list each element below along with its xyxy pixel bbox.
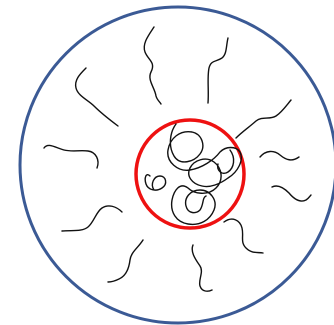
outer-strand	[272, 186, 311, 201]
outer-strand	[144, 27, 161, 104]
outer-strand	[260, 151, 299, 159]
outer-strand	[192, 245, 212, 291]
inner-coil-strand	[145, 175, 165, 190]
outer-strand	[62, 206, 122, 231]
outer-strand	[208, 38, 228, 103]
outer-strand	[44, 145, 98, 168]
outer-strand	[236, 100, 291, 138]
inner-coil	[145, 124, 241, 224]
outer-strand	[76, 68, 118, 126]
outer-strand	[224, 219, 263, 253]
outer-strand	[108, 240, 143, 282]
outer-boundary-circle	[20, 7, 334, 323]
